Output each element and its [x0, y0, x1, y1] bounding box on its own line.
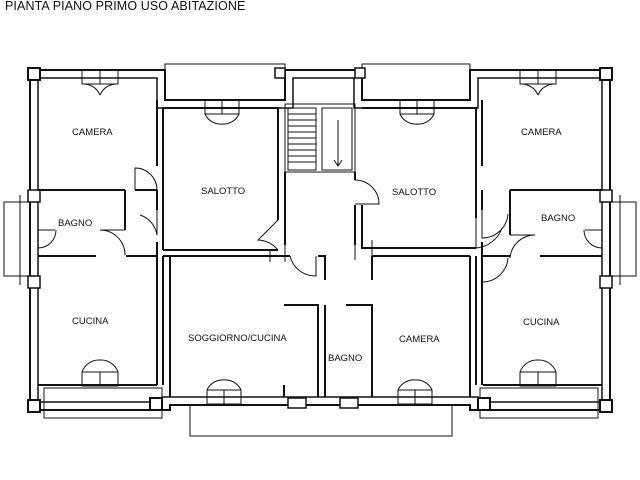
room-labels: CAMERA BAGNO CUCINA SALOTTO SOGGIORNO/CU… [58, 127, 575, 364]
outer-walls [3, 63, 637, 437]
room-label-bagno-left: BAGNO [58, 218, 92, 229]
room-label-camera-center: CAMERA [399, 334, 440, 345]
room-label-bagno-center: BAGNO [328, 353, 362, 364]
plan-title: PIANTA PIANO PRIMO USO ABITAZIONE [5, 0, 246, 13]
room-label-camera-left: CAMERA [72, 127, 113, 138]
room-label-salotto-right: SALOTTO [392, 187, 436, 198]
doors-windows [19, 69, 621, 405]
room-label-bagno-right: BAGNO [541, 213, 575, 224]
interior-walls [38, 100, 602, 397]
room-label-cucina-right: CUCINA [523, 317, 560, 328]
room-label-soggiorno-cucina: SOGGIORNO/CUCINA [188, 333, 287, 344]
room-label-salotto-left: SALOTTO [201, 186, 245, 197]
room-label-cucina-left: CUCINA [72, 316, 109, 327]
room-label-camera-right: CAMERA [521, 127, 562, 138]
